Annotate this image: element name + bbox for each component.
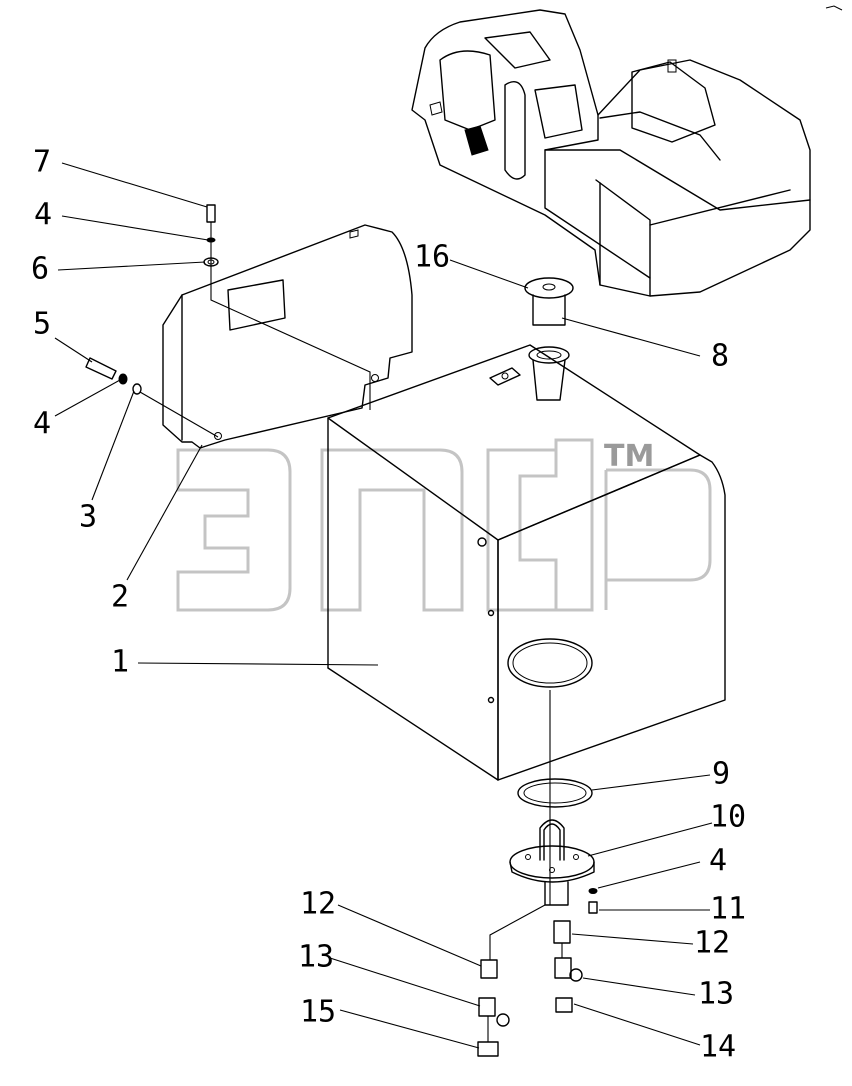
callout-4-right: 4 [709,844,727,879]
callout-12-left: 12 [300,887,336,922]
callout-1: 1 [111,645,129,680]
callout-2: 2 [111,580,129,615]
excavator-outline [411,9,811,297]
callout-10: 10 [710,800,746,835]
callouts: 7 4 6 5 4 3 2 1 16 8 9 10 4 11 12 12 13 … [31,145,746,1065]
corner-mark [825,5,843,11]
watermark-logo: TM [176,438,712,612]
filler-cap [524,277,574,326]
gasket-ring [517,778,593,808]
callout-9: 9 [712,757,730,792]
callout-8: 8 [711,339,729,374]
callout-3: 3 [79,500,97,535]
callout-7: 7 [33,145,51,180]
callout-13-right: 13 [698,977,734,1012]
filler-neck [528,346,570,401]
watermark-trademark: TM [604,439,654,474]
small-bolt [588,888,598,914]
bolt-stack-left [85,357,142,395]
assembly-lines [139,222,563,1042]
callout-6: 6 [31,252,49,287]
callout-13-left: 13 [298,940,334,975]
callout-4-top: 4 [34,198,52,233]
leader-lines [54,162,713,1049]
callout-4-left: 4 [33,407,51,442]
fitting-stack-left [477,959,510,1057]
callout-16: 16 [414,240,450,275]
sender-flange [509,819,595,906]
callout-5: 5 [33,307,51,342]
fuel-tank [327,344,726,781]
fitting-stack-right [553,920,583,1013]
callout-14: 14 [700,1030,736,1065]
callout-11: 11 [710,892,746,927]
cover-panel [162,224,413,449]
callout-15: 15 [300,995,336,1030]
callout-12-right: 12 [694,926,730,961]
